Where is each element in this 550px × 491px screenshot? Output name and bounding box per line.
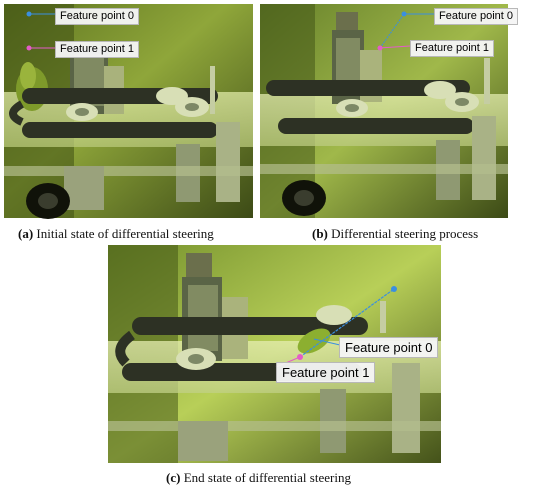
feature-point-1-label: Feature point 1 (410, 40, 494, 57)
caption-b: (b) Differential steering process (312, 226, 478, 242)
photo-end-state: Feature point 0 Feature point 1 (108, 245, 441, 463)
caption-a: (a) Initial state of differential steeri… (18, 226, 214, 242)
feature-point-1-label: Feature point 1 (276, 362, 376, 383)
caption-a-letter: (a) (18, 226, 34, 241)
caption-c: (c) End state of differential steering (166, 470, 351, 486)
caption-c-letter: (c) (166, 470, 181, 485)
caption-a-text: Initial state of differential steering (33, 226, 214, 241)
photo-steering-process: Feature point 0 Feature point 1 (260, 4, 518, 218)
photo-scene-b (260, 4, 508, 218)
feature-point-0-label: Feature point 0 (55, 8, 139, 25)
photo-initial-state: Feature point 0 Feature point 1 (4, 4, 253, 219)
photo-scene-a (4, 4, 253, 219)
feature-point-0-label: Feature point 0 (339, 337, 439, 358)
feature-point-1-label: Feature point 1 (55, 41, 139, 58)
caption-b-letter: (b) (312, 226, 328, 241)
feature-point-0-label: Feature point 0 (434, 8, 518, 25)
caption-c-text: End state of differential steering (180, 470, 351, 485)
caption-b-text: Differential steering process (327, 226, 479, 241)
